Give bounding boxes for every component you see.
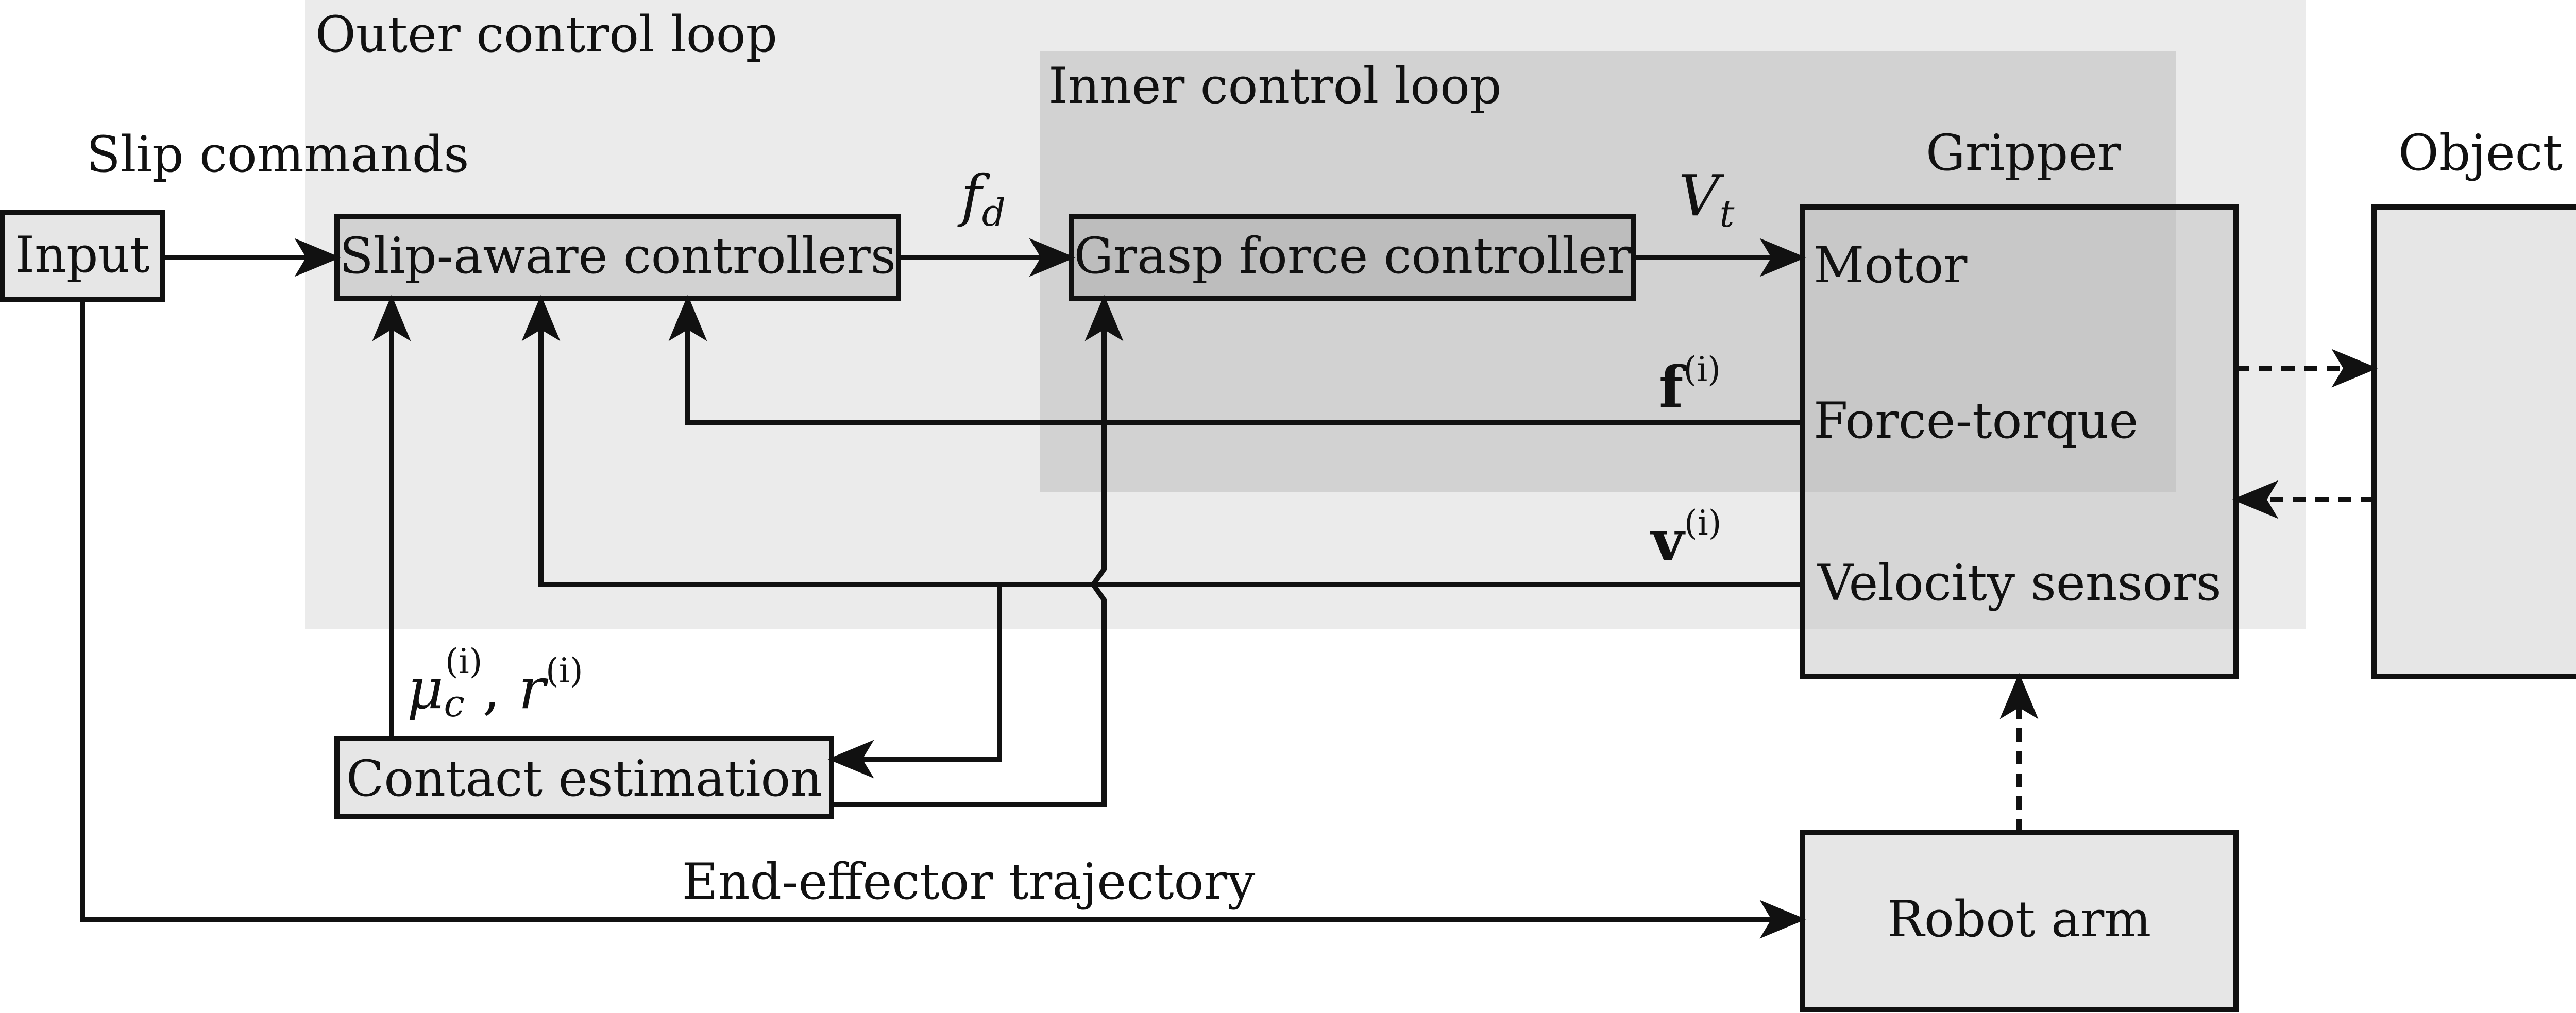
- velocity-to-contact-wire: [827, 585, 1002, 779]
- trajectory-label: End-effector trajectory: [682, 853, 1256, 911]
- object-block: [2371, 204, 2576, 679]
- vt-label: Vt: [1679, 163, 1735, 235]
- velocity-feedback-wire: [521, 295, 1802, 587]
- grasp-to-contact-wire: [832, 295, 1124, 807]
- inner-loop-label: Inner control loop: [1048, 57, 1501, 115]
- slip-aware-controllers-label: Slip-aware controllers: [340, 227, 896, 285]
- mu-r-label: μc(i), r(i): [407, 642, 583, 725]
- trajectory-wire: [80, 299, 1806, 939]
- object-heading: Object: [2398, 124, 2563, 182]
- contact-estimation-block: [334, 736, 834, 819]
- v-i-label: v(i): [1650, 503, 1722, 574]
- input-block-label: Input: [15, 226, 150, 284]
- velocity-sensors-label: Velocity sensors: [1817, 554, 2222, 612]
- outer-loop-label: Outer control loop: [315, 6, 777, 63]
- slip-commands-heading: Slip commands: [87, 126, 469, 183]
- robot-arm-label: Robot arm: [1887, 890, 2151, 948]
- gripper-block: [1800, 204, 2239, 679]
- contact-estimation-label: Contact estimation: [346, 750, 822, 808]
- grasp-force-controller-label: Grasp force controller: [1074, 227, 1631, 285]
- f-i-label: f(i): [1659, 350, 1721, 420]
- force-feedback-wire: [668, 295, 1802, 425]
- gripper-heading: Gripper: [1926, 124, 2121, 182]
- motor-label: Motor: [1814, 236, 1967, 294]
- robot-arm-block: [1800, 830, 2239, 1012]
- force-torque-label: Force-torque: [1814, 392, 2138, 450]
